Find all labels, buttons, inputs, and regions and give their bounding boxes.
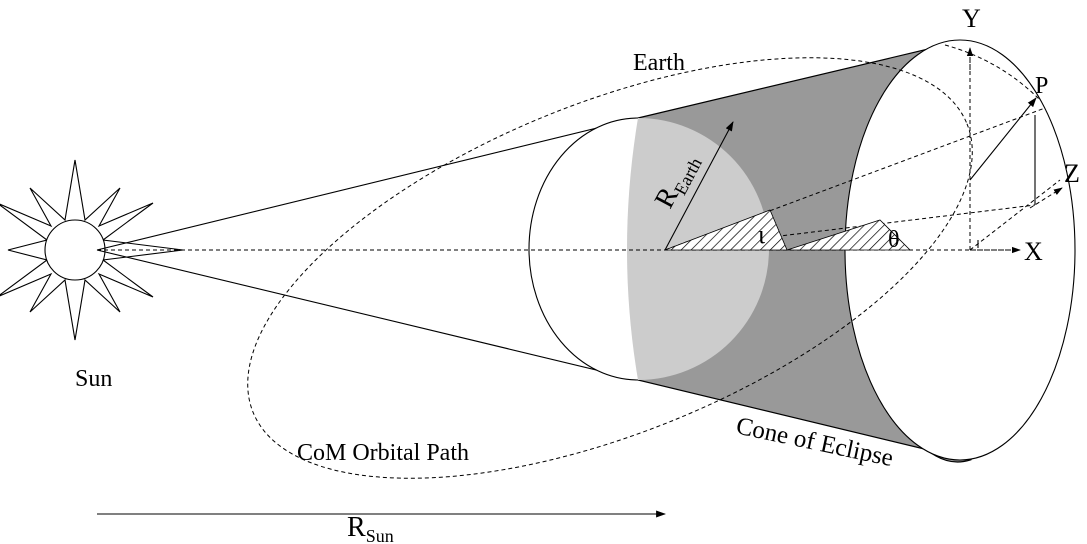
- theta-label: θ: [888, 227, 900, 253]
- solid-vectors: [664, 97, 1037, 251]
- x-axis-label: X: [1024, 237, 1043, 266]
- dashed-construction-lines: [97, 44, 1061, 479]
- axes: [966, 47, 1063, 254]
- y-axis-label: Y: [962, 4, 981, 33]
- angle-wedges: [664, 209, 911, 251]
- orbital-path-ellipse: [247, 57, 973, 479]
- iota-wedge: [664, 209, 788, 251]
- r-sun-label-main: R: [347, 512, 366, 543]
- r-sun-label-sub: Sun: [366, 526, 394, 544]
- sun-icon: [0, 159, 184, 341]
- earth-label: Earth: [633, 50, 685, 76]
- theta-wedge: [786, 219, 911, 251]
- orbit-label: CoM Orbital Path: [297, 440, 469, 466]
- sun-earth-tangent-lines: [96, 117, 639, 381]
- r-earth-vector: [664, 121, 734, 251]
- point-p-label: P: [1035, 73, 1048, 99]
- earth-dark-half: [528, 117, 639, 381]
- p-vector: [969, 97, 1037, 181]
- z-axis-arrow: [1029, 187, 1063, 209]
- z-axis-label: Z: [1064, 159, 1080, 188]
- sun-label: Sun: [75, 366, 112, 392]
- r-sun-label: RSun: [347, 512, 394, 544]
- iota-label: ι: [758, 220, 765, 249]
- sun-disc: [44, 219, 106, 281]
